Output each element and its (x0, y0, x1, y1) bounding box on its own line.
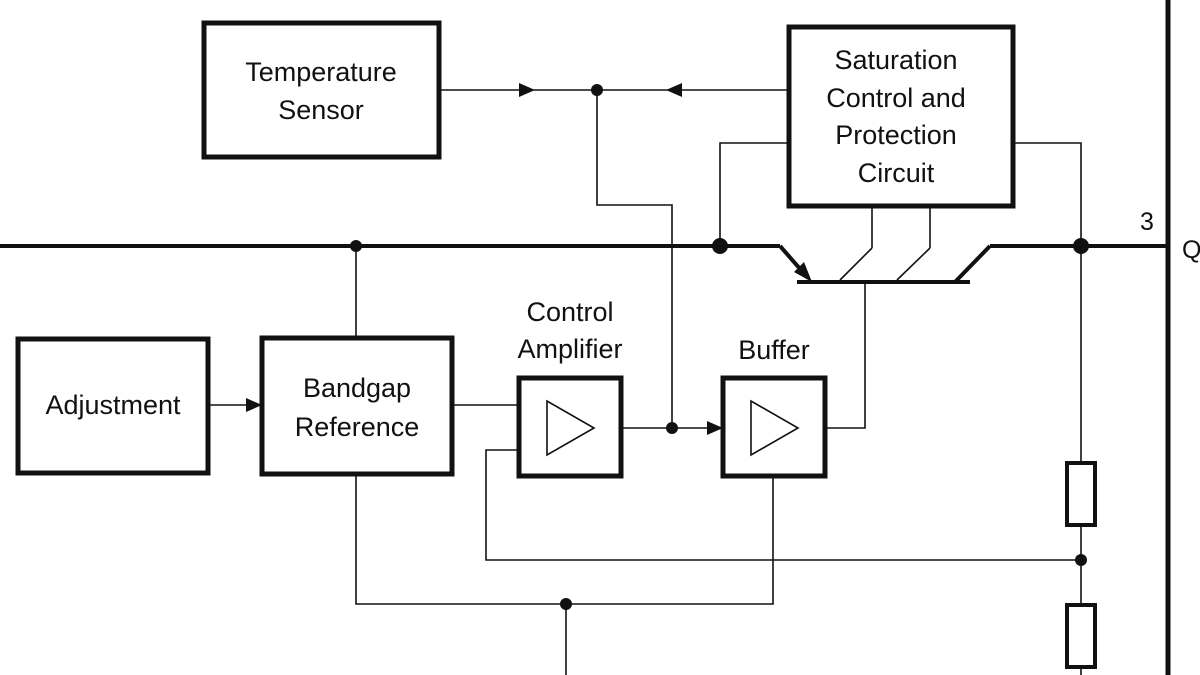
saturation-control-label-4: Circuit (858, 158, 935, 188)
control-amplifier-label-1: Control (526, 297, 613, 327)
saturation-control-label-2: Control and (826, 83, 966, 113)
buffer-label: Buffer (738, 335, 810, 365)
bandgap-label-1: Bandgap (303, 373, 411, 403)
resistor-lower (1065, 603, 1097, 669)
temperature-sensor-label-1: Temperature (245, 57, 397, 87)
control-amplifier-label-2: Amplifier (517, 334, 622, 364)
junction-bus-input (712, 238, 728, 254)
buffer-triangle-icon (750, 399, 800, 457)
control-amplifier-block: Control Amplifier (516, 297, 624, 479)
arrow-right-temp (519, 83, 535, 97)
wire-buffer-to-transistor (825, 282, 866, 429)
adjustment-block: Adjustment (15, 336, 211, 476)
bandgap-reference-block: Bandgap Reference (259, 335, 455, 477)
buffer-block: Buffer (720, 335, 828, 479)
junction-bus-bandgap (350, 240, 362, 252)
wire-junction-to-amp-output (596, 90, 673, 428)
pass-transistor-symbol (778, 206, 992, 284)
pin-name: Q (1182, 236, 1200, 264)
wire-bandgap-ground (355, 474, 774, 605)
temperature-sensor-block: Temperature Sensor (201, 20, 442, 160)
wire-saturation-to-bus (719, 142, 789, 246)
arrow-left-saturation (666, 83, 682, 97)
junction-amp-output (666, 422, 678, 434)
resistor-upper (1065, 461, 1097, 527)
temperature-sensor-label-2: Sensor (278, 95, 364, 125)
saturation-control-label-1: Saturation (834, 45, 957, 75)
bandgap-label-2: Reference (295, 412, 420, 442)
arrow-buffer-input (707, 421, 723, 435)
adjustment-label: Adjustment (45, 390, 181, 420)
wire-feedback (485, 449, 1081, 561)
saturation-control-block: Saturation Control and Protection Circui… (786, 24, 1016, 209)
amplifier-triangle-icon (546, 399, 596, 457)
arrow-adjustment (246, 398, 262, 412)
wire-saturation-to-output (1014, 142, 1082, 246)
pin-number: 3 (1140, 208, 1154, 236)
saturation-control-label-3: Protection (835, 120, 957, 150)
